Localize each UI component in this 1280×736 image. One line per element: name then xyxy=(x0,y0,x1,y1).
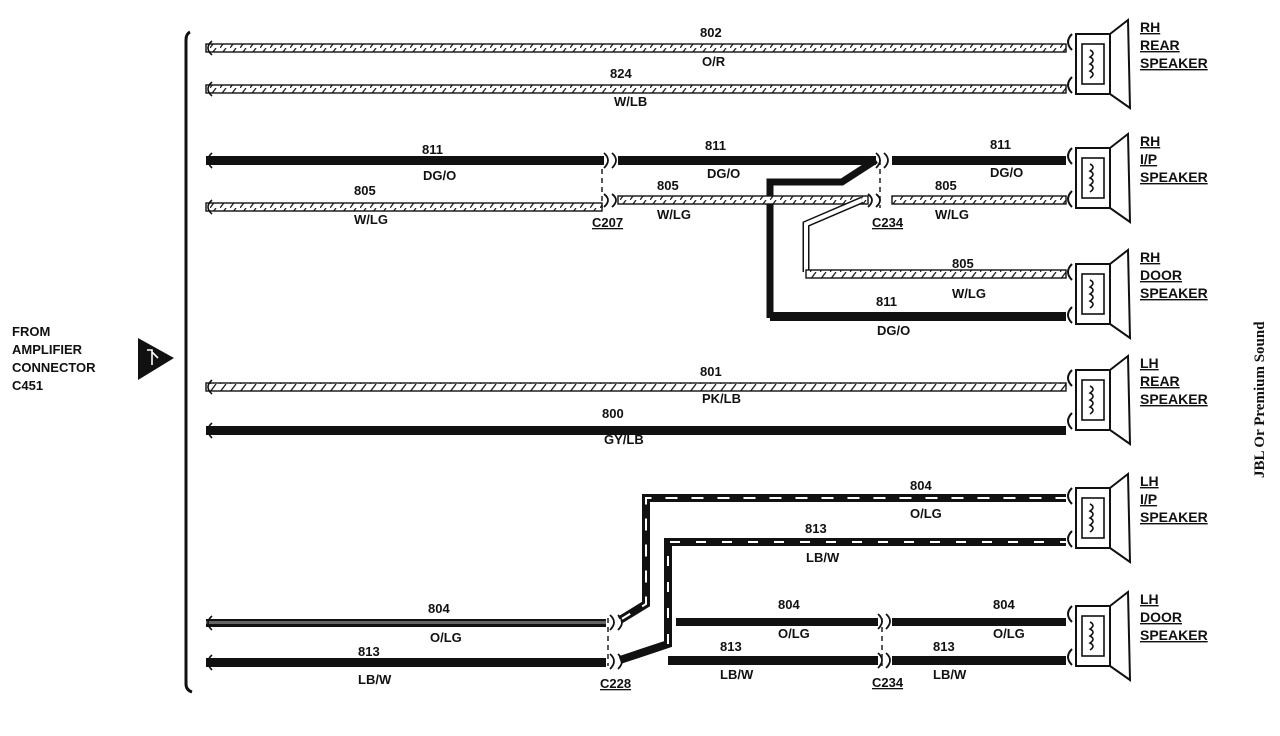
wire-label-color: W/LG xyxy=(657,207,691,222)
connector-c234-lower xyxy=(877,613,891,669)
wire-label-circuit: 802 xyxy=(700,25,722,40)
speaker-label: SPEAKER xyxy=(1140,509,1208,525)
speaker-lh-ip: LH I/P SPEAKER xyxy=(1067,471,1208,564)
wire-label-color: LB/W xyxy=(358,672,392,687)
wire-label-circuit: 824 xyxy=(610,66,632,81)
wire-label-color: O/R xyxy=(702,54,726,69)
speaker-label: I/P xyxy=(1140,491,1157,507)
connector-label-c234: C234 xyxy=(872,215,904,230)
connector-c228 xyxy=(607,614,623,670)
connector-label-c207: C207 xyxy=(592,215,623,230)
speaker-label: I/P xyxy=(1140,151,1157,167)
wire-label-circuit: 805 xyxy=(354,183,376,198)
speaker-label: LH xyxy=(1140,591,1159,607)
wire-824 xyxy=(205,81,1067,97)
wire-801 xyxy=(205,379,1067,395)
speaker-label: DOOR xyxy=(1140,609,1182,625)
wire-label-color: LB/W xyxy=(933,667,967,682)
wire-label-circuit: 811 xyxy=(990,137,1011,152)
speaker-label: DOOR xyxy=(1140,267,1182,283)
speaker-rh-rear: RH REAR SPEAKER xyxy=(1067,17,1208,110)
speaker-label: SPEAKER xyxy=(1140,55,1208,71)
amplifier-source-label: FROM AMPLIFIER CONNECTOR C451 xyxy=(12,323,96,395)
speaker-label: RH xyxy=(1140,133,1160,149)
source-line: FROM xyxy=(12,324,51,339)
speaker-label: RH xyxy=(1140,19,1160,35)
sound-system-note: JBL Or Premium Sound xyxy=(1248,258,1278,478)
wire-804-thick xyxy=(206,494,1066,631)
wire-label-color: W/LB xyxy=(614,94,647,109)
source-line: C451 xyxy=(12,378,44,393)
wire-label-circuit: 804 xyxy=(910,478,932,493)
speaker-label: REAR xyxy=(1140,37,1180,53)
wire-label-circuit: 813 xyxy=(720,639,742,654)
wire-811-thick xyxy=(206,152,1066,321)
wire-label-color: O/LG xyxy=(778,626,810,641)
source-line: CONNECTOR xyxy=(12,360,96,375)
wire-label-color: LB/W xyxy=(806,550,840,565)
wire-802 xyxy=(205,40,1067,56)
wire-label-color: W/LG xyxy=(354,212,388,227)
wire-label-circuit: 804 xyxy=(993,597,1015,612)
wire-label-color: O/LG xyxy=(993,626,1025,641)
wire-label-circuit: 805 xyxy=(952,256,974,271)
sound-system-note-text: JBL Or Premium Sound xyxy=(1252,321,1268,478)
speaker-label: REAR xyxy=(1140,373,1180,389)
wire-label-color: LB/W xyxy=(720,667,754,682)
amplifier-connector-arrow xyxy=(138,338,174,380)
wire-label-circuit: 813 xyxy=(933,639,955,654)
wire-label-circuit: 804 xyxy=(428,601,450,616)
wire-label-circuit: 813 xyxy=(358,644,380,659)
amplifier-bus-bracket xyxy=(184,30,193,694)
wire-label-color: O/LG xyxy=(910,506,942,521)
wire-label-color: DG/O xyxy=(877,323,910,338)
wire-label-color: DG/O xyxy=(423,168,456,183)
speaker-label: LH xyxy=(1140,473,1159,489)
speaker-lh-rear: LH REAR SPEAKER xyxy=(1067,353,1208,446)
wire-805 xyxy=(205,195,1067,279)
connector-c207 xyxy=(601,152,617,208)
wire-label-color: DG/O xyxy=(990,165,1023,180)
wire-label-circuit: 811 xyxy=(705,138,726,153)
wire-label-color: O/LG xyxy=(430,630,462,645)
wire-label-circuit: 811 xyxy=(422,142,443,157)
speaker-label: SPEAKER xyxy=(1140,285,1208,301)
speaker-rh-ip: RH I/P SPEAKER xyxy=(1067,131,1208,224)
source-line: AMPLIFIER xyxy=(12,342,83,357)
connector-c234-upper xyxy=(867,152,889,208)
speaker-label: LH xyxy=(1140,355,1159,371)
speaker-label: SPEAKER xyxy=(1140,169,1208,185)
connector-label-c228: C228 xyxy=(600,676,631,691)
speaker-lh-door: LH DOOR SPEAKER xyxy=(1067,589,1208,682)
speaker-label: SPEAKER xyxy=(1140,627,1208,643)
wire-label-color: W/LG xyxy=(935,207,969,222)
speaker-rh-door: RH DOOR SPEAKER xyxy=(1067,247,1208,340)
speaker-label: RH xyxy=(1140,249,1160,265)
wire-813-thick xyxy=(206,538,1066,671)
wire-800 xyxy=(206,422,1066,439)
wire-label-circuit: 811 xyxy=(876,294,897,309)
wire-label-color: W/LG xyxy=(952,286,986,301)
speaker-label: SPEAKER xyxy=(1140,391,1208,407)
wire-label-circuit: 804 xyxy=(778,597,800,612)
wire-label-circuit: 805 xyxy=(935,178,957,193)
wire-label-color: PK/LB xyxy=(702,391,741,406)
speakers-layer: RHREARSPEAKERRHI/PSPEAKERRHDOORSPEAKERLH… xyxy=(1067,17,1208,682)
wire-label-circuit: 813 xyxy=(805,521,827,536)
connector-label-c234: C234 xyxy=(872,675,904,690)
wire-label-circuit: 805 xyxy=(657,178,679,193)
wire-label-circuit: 800 xyxy=(602,406,624,421)
wire-label-color: GY/LB xyxy=(604,432,644,447)
wire-label-color: DG/O xyxy=(707,166,740,181)
wire-label-circuit: 801 xyxy=(700,364,722,379)
